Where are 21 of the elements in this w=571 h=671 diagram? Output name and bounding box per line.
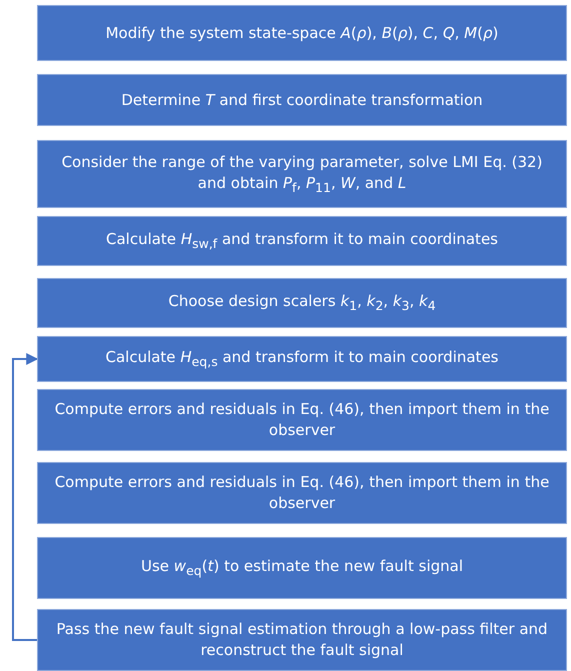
- process-box: [37, 5, 567, 61]
- process-box: [37, 278, 567, 328]
- process-box: [37, 462, 567, 524]
- step-text: Pass the new fault signal estimation through a low-pass filter and reconstruct the fault signal: [55, 619, 549, 661]
- step-text: Modify the system state-space A(ρ), B(ρ), C, Q, M(ρ): [106, 22, 498, 44]
- process-box: [37, 216, 567, 266]
- process-box: [37, 336, 567, 382]
- step-text: Determine T and first coordinate transformation: [121, 90, 483, 110]
- step-text: Compute errors and residuals in Eq. (46), then import them in the observer: [54, 399, 550, 441]
- step-text: Consider the range of the varying parameter, solve LMI Eq. (32) and obtain P$_{f}$, P$_{11}$, W, and L: [60, 152, 544, 196]
- step-text: Calculate H$_{sw,f}$ and transform it to main coordinates: [106, 229, 498, 253]
- step-text: Compute errors and residuals in Eq. (46), then import them in the observer: [54, 472, 550, 514]
- step-text: Calculate H$_{eq,s}$ and transform it to main coordinates: [105, 347, 498, 371]
- process-box: [37, 140, 567, 208]
- feedback-arrow: [12, 353, 38, 641]
- step-text: Choose design scalers k$_{1}$, k$_{2}$, k$_{3}$, k$_{4}$: [168, 291, 436, 315]
- process-box: [37, 74, 567, 126]
- step-text: Use w$_{eq}$(t) to estimate the new fault signal: [141, 556, 463, 580]
- process-box: [37, 389, 567, 451]
- process-box: [37, 537, 567, 599]
- process-box: [37, 609, 567, 671]
